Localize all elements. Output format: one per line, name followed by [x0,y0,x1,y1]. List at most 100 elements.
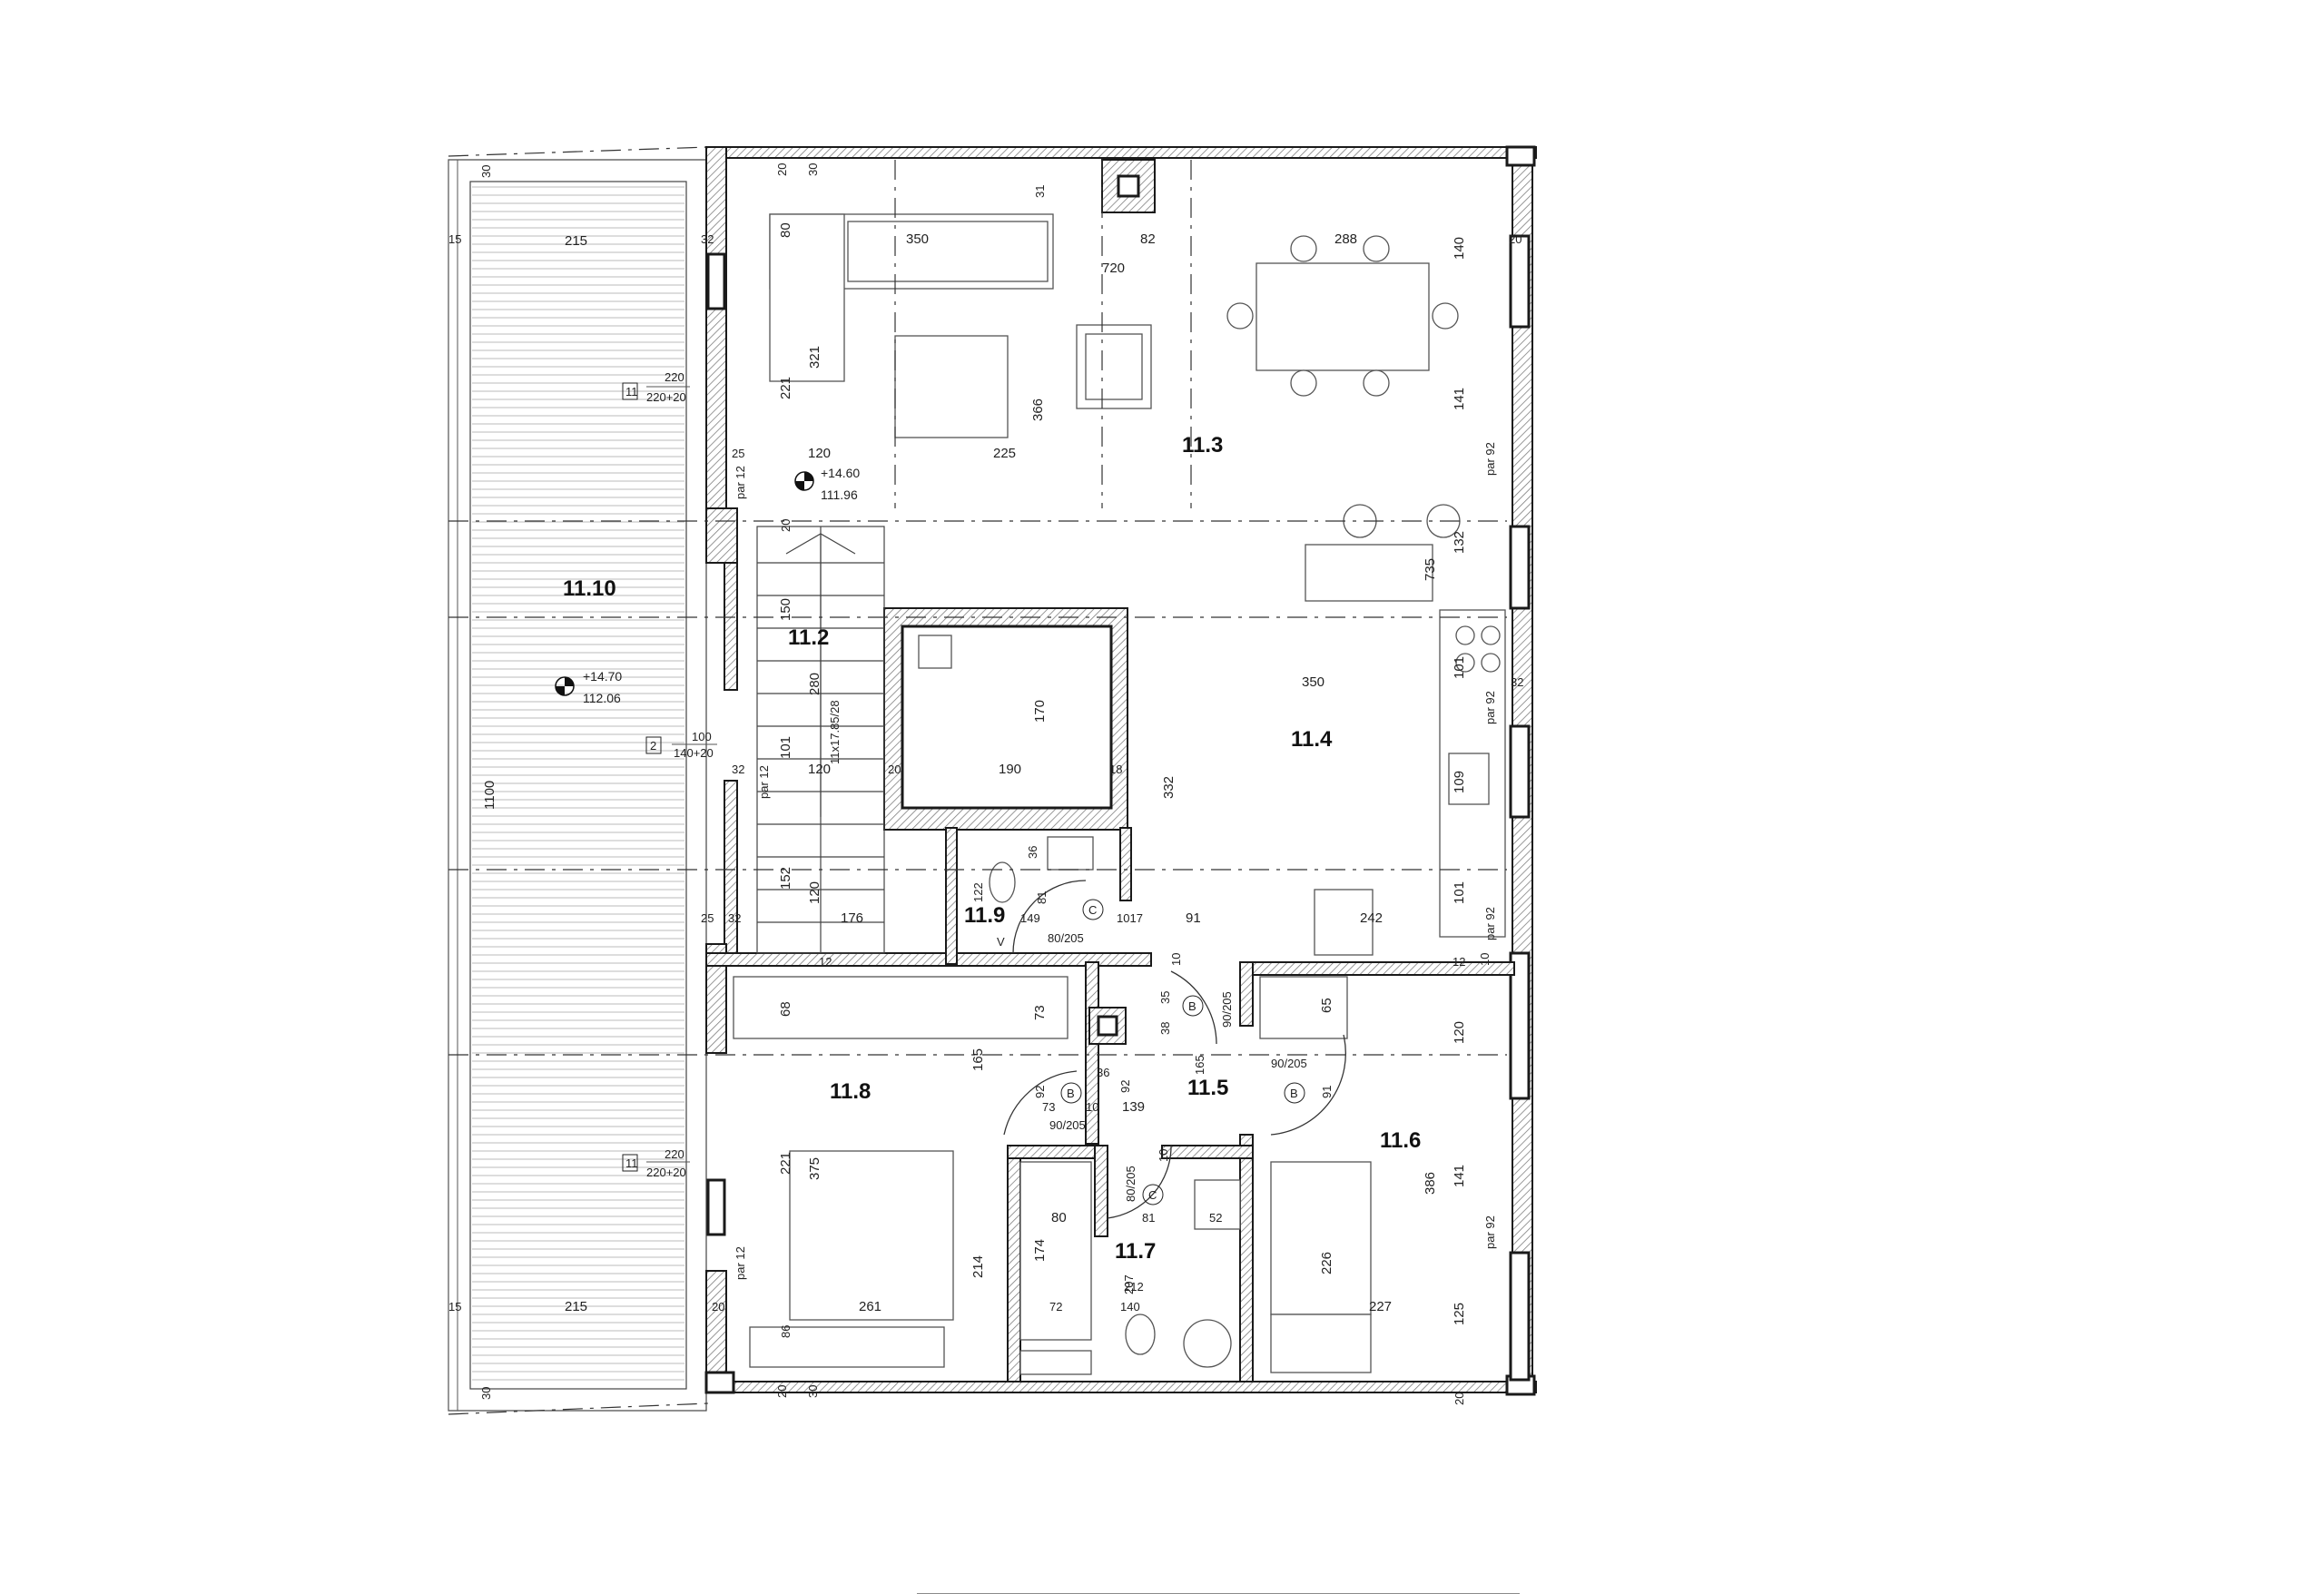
svg-text:32: 32 [732,763,744,776]
svg-text:35: 35 [1158,991,1172,1004]
svg-text:+14.60: +14.60 [821,466,860,480]
svg-text:242: 242 [1360,910,1383,926]
svg-text:176: 176 [841,910,863,926]
svg-text:V: V [997,935,1005,949]
window-tag-3: 11 220 220+20 [622,1147,690,1179]
svg-text:par 12: par 12 [757,765,771,799]
svg-text:15: 15 [448,232,461,246]
svg-text:B: B [1290,1087,1298,1100]
room-label-11-4: 11.4 [1291,727,1333,752]
svg-text:321: 321 [807,346,822,369]
svg-text:32: 32 [701,232,714,246]
svg-text:72: 72 [1049,1300,1062,1314]
svg-text:38: 38 [1158,1022,1172,1035]
svg-text:65: 65 [1319,998,1334,1013]
svg-text:10: 10 [1169,953,1183,966]
window-tag-1: 11 220 220+20 [622,370,690,404]
svg-text:86: 86 [779,1325,793,1338]
svg-text:190: 190 [999,762,1021,777]
svg-text:141: 141 [1452,1165,1467,1187]
svg-text:226: 226 [1319,1252,1334,1274]
svg-text:101: 101 [1452,881,1467,904]
svg-text:80: 80 [1051,1210,1067,1225]
svg-text:92: 92 [1118,1080,1132,1093]
svg-text:par 92: par 92 [1483,907,1497,940]
svg-text:32: 32 [728,911,741,925]
coffee-table [894,335,1009,438]
svg-text:735: 735 [1423,558,1438,581]
svg-text:90/205: 90/205 [1049,1118,1086,1132]
svg-text:227: 227 [1369,1299,1392,1314]
furniture [733,213,1506,1375]
svg-text:120: 120 [808,446,831,461]
svg-text:20: 20 [775,1385,789,1398]
svg-text:11: 11 [625,1156,638,1170]
svg-text:10: 10 [1086,1100,1098,1114]
svg-text:221: 221 [778,1152,793,1175]
dining-table [1256,262,1430,371]
svg-text:221: 221 [778,377,793,399]
svg-text:30: 30 [806,1385,820,1398]
room-label-11-5: 11.5 [1187,1076,1228,1100]
svg-text:152: 152 [778,867,793,890]
svg-text:375: 375 [807,1157,822,1180]
svg-text:215: 215 [565,1299,587,1314]
svg-text:220: 220 [665,1147,684,1161]
svg-text:212: 212 [1124,1280,1144,1294]
svg-text:C: C [1088,903,1097,917]
svg-text:20: 20 [1509,232,1521,246]
room-label-11-3: 11.3 [1182,433,1223,458]
outer-walls [704,145,1537,1396]
svg-text:11x17.85/28: 11x17.85/28 [828,700,842,764]
svg-text:20: 20 [888,763,901,776]
kitchen-island [1305,544,1433,602]
svg-text:20: 20 [1452,1392,1466,1405]
svg-text:141: 141 [1452,388,1467,410]
svg-text:par 12: par 12 [734,466,747,499]
svg-text:10: 10 [1478,953,1492,966]
bed-11-6 [1270,1161,1372,1315]
svg-text:par 92: par 92 [1483,1215,1497,1249]
svg-text:207: 207 [1122,1274,1136,1294]
svg-text:30: 30 [479,1387,493,1400]
door-swings [1003,880,1346,1219]
interior-walls [705,159,1515,1382]
svg-text:109: 109 [1452,771,1467,793]
svg-text:80/205: 80/205 [1124,1166,1137,1202]
svg-text:350: 350 [906,231,929,247]
svg-text:261: 261 [859,1299,881,1314]
svg-text:215: 215 [565,233,587,249]
room-label-11-9: 11.9 [964,903,1005,928]
svg-text:112.06: 112.06 [583,691,621,705]
svg-text:366: 366 [1030,398,1046,421]
svg-text:165: 165 [970,1048,986,1071]
room-labels: 11.3 11.4 11.2 11.10 11.9 11.8 11.5 11.6… [563,433,1421,1264]
svg-text:140+20: 140+20 [674,746,714,760]
svg-text:139: 139 [1122,1099,1145,1115]
svg-text:288: 288 [1334,231,1357,247]
svg-text:11: 11 [625,385,638,398]
svg-text:20: 20 [779,519,793,532]
svg-text:140: 140 [1120,1300,1140,1314]
terrace-area [448,146,709,1415]
svg-text:36: 36 [1026,846,1039,859]
svg-text:73: 73 [1042,1100,1055,1114]
svg-text:B: B [1188,999,1196,1013]
svg-text:1017: 1017 [1117,911,1143,925]
svg-text:52: 52 [1209,1211,1222,1225]
level-marker-living: +14.60 111.96 [794,466,860,502]
svg-text:81: 81 [1142,1211,1155,1225]
svg-text:220: 220 [665,370,684,384]
svg-text:332: 332 [1161,776,1177,799]
svg-text:B: B [1067,1087,1075,1100]
svg-text:100: 100 [692,730,712,743]
svg-text:25: 25 [701,911,714,925]
svg-text:120: 120 [1452,1021,1467,1044]
svg-text:149: 149 [1020,911,1040,925]
svg-text:10: 10 [1157,1149,1170,1162]
svg-text:386: 386 [1423,1172,1438,1195]
svg-text:20: 20 [775,163,789,176]
svg-text:220+20: 220+20 [646,1166,686,1179]
room-label-11-8: 11.8 [830,1079,871,1104]
